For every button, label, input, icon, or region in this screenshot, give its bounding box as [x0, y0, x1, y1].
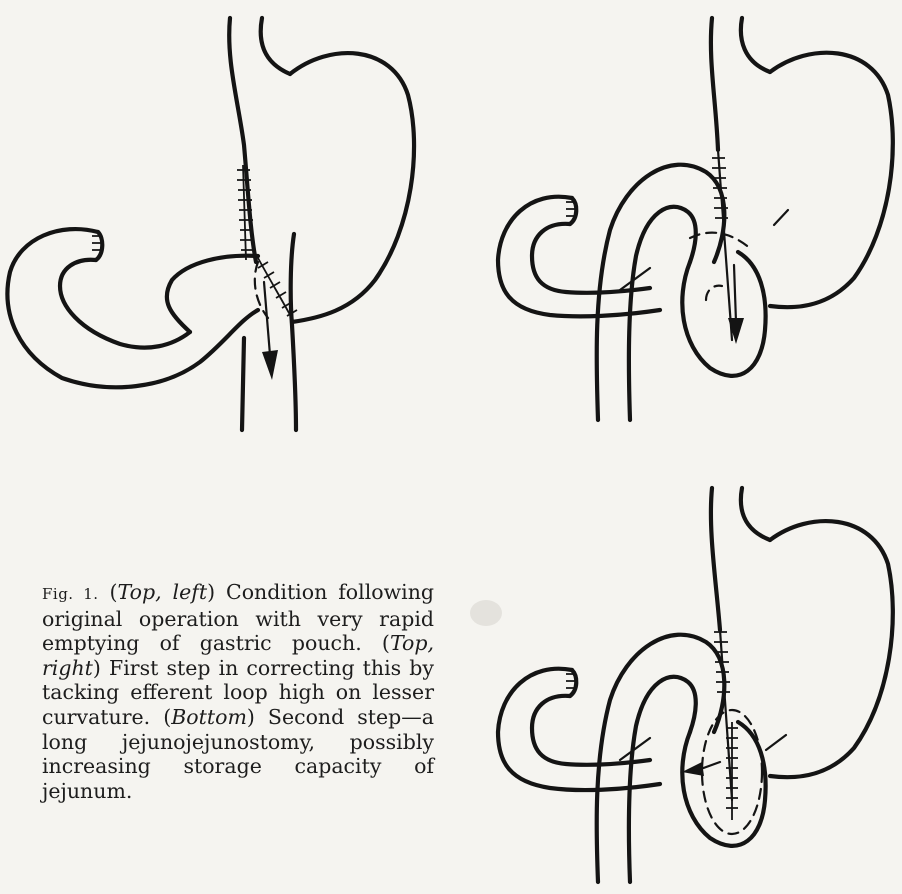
paper-smudge: [470, 600, 502, 626]
figure-bottom: [470, 470, 902, 890]
figure-caption: Fig. 1. (Top, left) Condition following …: [42, 580, 434, 803]
stomach-diagram-original: [0, 0, 450, 440]
stomach-diagram-step-one: [470, 0, 902, 440]
top-left-text: Condition following original operation w…: [42, 580, 434, 655]
flow-arrow: [682, 762, 704, 776]
figure-top-left: [0, 0, 450, 440]
stomach-diagram-step-two: [470, 470, 902, 890]
figure-top-right: [470, 0, 902, 440]
top-left-label: Top, left: [118, 580, 208, 604]
flow-arrow: [262, 350, 278, 380]
bottom-label: Bottom: [171, 705, 247, 729]
fig-label: Fig. 1.: [42, 585, 99, 603]
